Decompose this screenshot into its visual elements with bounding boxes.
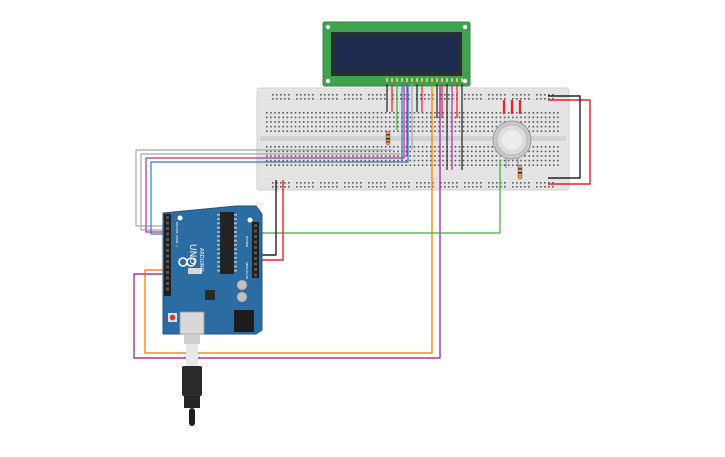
wire-red-5v xyxy=(256,180,284,261)
wire-magenta xyxy=(133,85,441,359)
wires xyxy=(133,85,501,359)
power-wires xyxy=(256,95,591,261)
digital-header xyxy=(164,214,171,296)
lcd-module[interactable] xyxy=(322,21,471,87)
wire-gray-2 xyxy=(140,153,401,231)
lcd-screen xyxy=(335,36,458,72)
digital-header-label: DIGITAL (PWM~) xyxy=(175,222,179,247)
usb-cable xyxy=(182,334,202,426)
wire-black-gnd xyxy=(256,180,277,256)
resistor-sensor[interactable] xyxy=(517,164,523,180)
wire-orange xyxy=(144,85,433,354)
usb-port-icon xyxy=(179,311,205,335)
wire-blue xyxy=(150,85,409,235)
power-header-label: POWER xyxy=(245,236,249,247)
board-logo: UNO xyxy=(187,244,197,264)
microcontroller-chip xyxy=(220,212,234,274)
wire-green xyxy=(257,159,501,234)
infinity-logo-icon xyxy=(178,257,196,267)
lcd-jumpers xyxy=(386,84,463,170)
wire-red-rail xyxy=(548,99,591,185)
arduino-uno[interactable]: UNO ARDUINO DIGITAL (PWM~) POWER ANALOG … xyxy=(162,205,263,335)
power-analog-header xyxy=(252,222,259,278)
breadboard-holes xyxy=(266,94,559,188)
wire-purple xyxy=(145,85,405,233)
gas-sensor-icon[interactable] xyxy=(492,120,532,168)
lcd-pin-header xyxy=(386,78,463,82)
board-brand: ARDUINO xyxy=(198,248,204,272)
analog-header-label: ANALOG IN xyxy=(245,262,249,279)
breadboard[interactable] xyxy=(256,87,570,191)
wire-black-rail xyxy=(548,95,581,179)
resistor-lcd[interactable] xyxy=(385,130,391,146)
